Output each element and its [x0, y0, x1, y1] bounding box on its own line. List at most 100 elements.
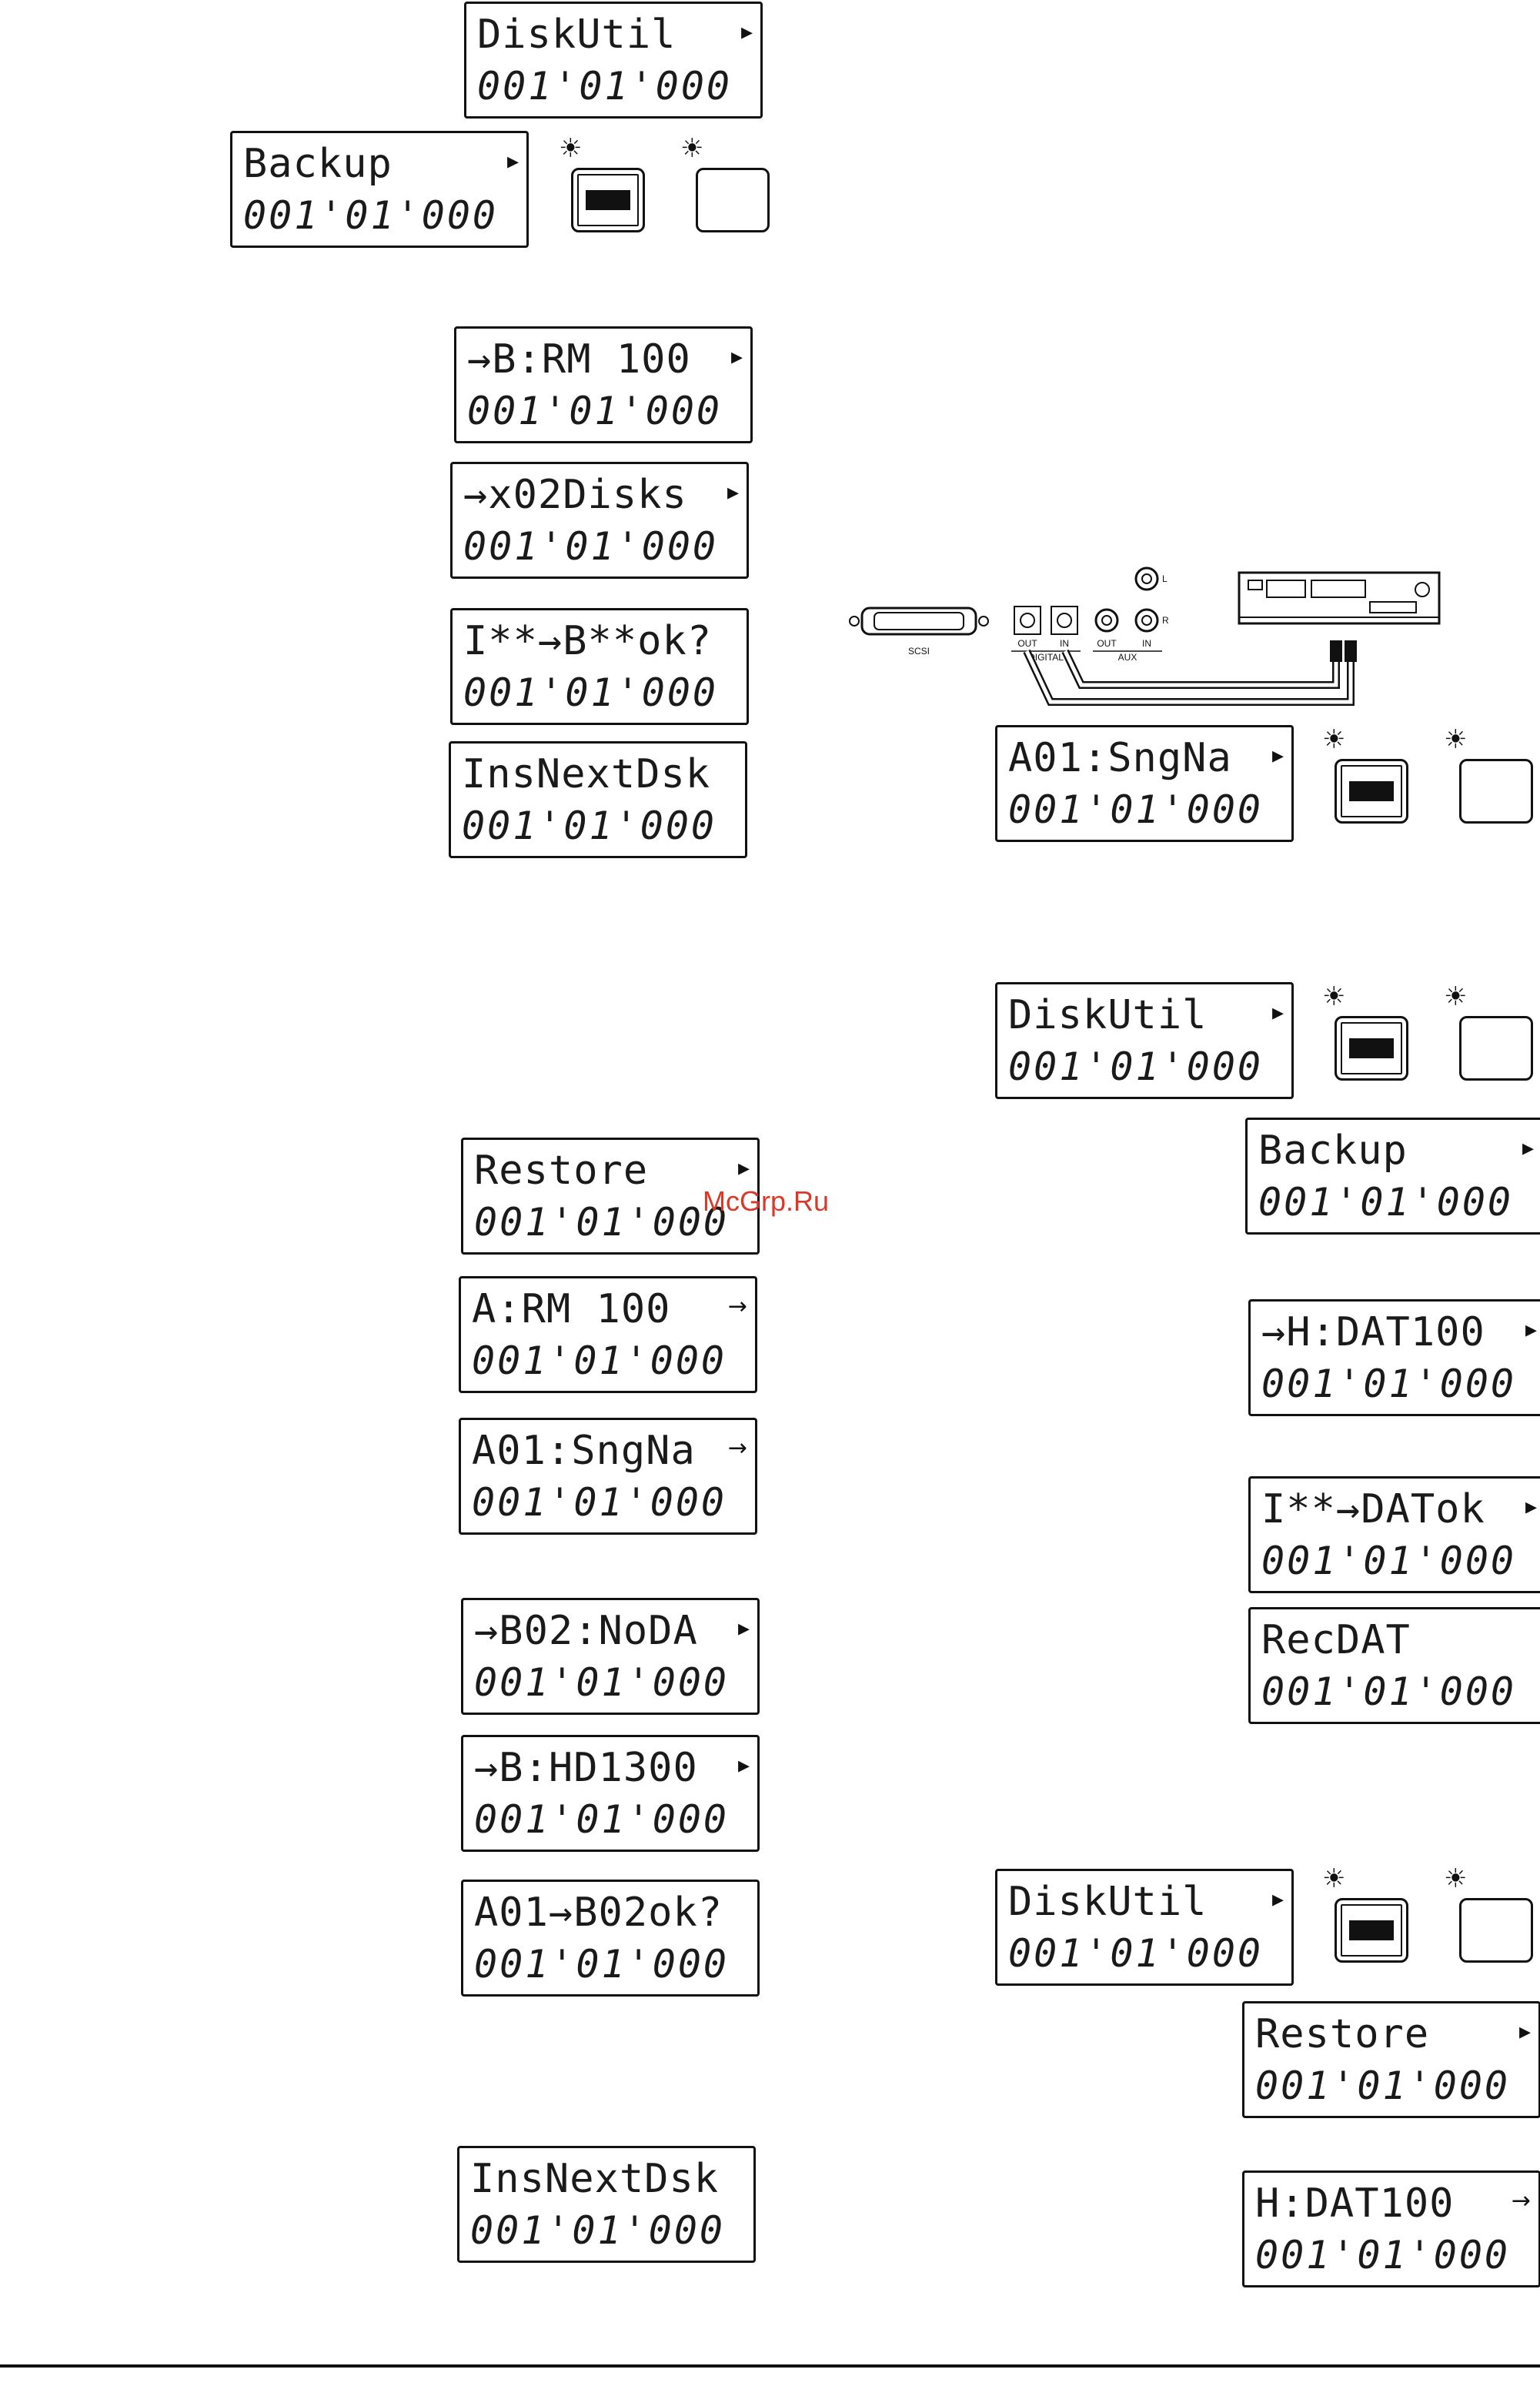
lcd-arrow-icon: ▸ — [727, 479, 739, 506]
sun-indicator-icon: ☀ — [1322, 724, 1346, 755]
sun-indicator-icon: ☀ — [1444, 724, 1468, 755]
l-label: L — [1162, 573, 1168, 584]
aux-label: AUX — [1118, 652, 1137, 663]
button-pair: ☀ ☀ — [1318, 727, 1533, 834]
watermark: McGrp.Ru — [703, 1185, 830, 1217]
scsi-connector: SCSI — [849, 607, 989, 657]
lcd-arrow-icon: ▸ — [506, 148, 519, 175]
sun-indicator-icon: ☀ — [559, 133, 583, 164]
lcd-line-1: A01:SngNa — [1008, 735, 1232, 781]
lcd-line-2: 001'01'000 — [474, 1200, 730, 1245]
lcd-line-1: →B:RM 100 — [467, 336, 691, 383]
lcd-line-1: Restore — [474, 1148, 649, 1194]
lcd-line-2: 001'01'000 — [1255, 2064, 1511, 2108]
lcd-display: A01:SngNa 001'01'000 ▸ — [995, 725, 1294, 842]
lcd-line-2: 001'01'000 — [462, 804, 717, 848]
lcd-display: DiskUtil 001'01'000 ▸ — [464, 2, 763, 119]
select-button[interactable] — [1335, 1898, 1408, 1963]
lcd-arrow-icon: ▸ — [737, 1155, 750, 1181]
lcd-line-1: Backup — [1258, 1128, 1408, 1174]
lcd-line-1: I**→B**ok? — [463, 618, 713, 664]
exit-button[interactable] — [1459, 1016, 1533, 1081]
lcd-display: Backup 001'01'000 ▸ — [1245, 1118, 1540, 1235]
digital-label: DIGITAL — [1028, 652, 1064, 663]
lcd-line-1: Backup — [243, 141, 393, 187]
lcd-line-2: 001'01'000 — [467, 389, 723, 433]
lcd-line-1: →x02Disks — [463, 472, 687, 518]
lcd-line-2: 001'01'000 — [463, 524, 719, 569]
lcd-line-2: 001'01'000 — [1008, 787, 1264, 832]
lcd-line-1: DiskUtil — [1008, 1879, 1208, 1925]
lcd-display: →H:DAT100 001'01'000 ▸ — [1248, 1299, 1540, 1416]
lcd-arrow-icon: ▸ — [1271, 742, 1284, 769]
lcd-line-2: 001'01'000 — [472, 1480, 727, 1525]
lcd-line-2: 001'01'000 — [470, 2208, 726, 2253]
lcd-line-1: A01:SngNa — [472, 1428, 696, 1474]
dat-recorder — [1238, 571, 1441, 625]
button-pair: ☀ ☀ — [1318, 1866, 1533, 1973]
lcd-display: RecDAT 001'01'000 — [1248, 1607, 1540, 1724]
sun-indicator-icon: ☀ — [1322, 1863, 1346, 1894]
lcd-arrow-icon: ▸ — [1271, 1886, 1284, 1913]
lcd-display: InsNextDsk 001'01'000 — [449, 741, 747, 858]
cables — [1023, 640, 1357, 706]
lcd-line-1: DiskUtil — [477, 12, 676, 58]
lcd-display: →B02:NoDA 001'01'000 ▸ — [461, 1598, 760, 1715]
lcd-line-2: 001'01'000 — [1261, 1539, 1517, 1583]
exit-button[interactable] — [1459, 1898, 1533, 1963]
button-pair: ☀ ☀ — [1318, 984, 1533, 1091]
lcd-line-1: RecDAT — [1261, 1617, 1411, 1663]
lcd-arrow-icon: → — [727, 1293, 747, 1320]
lcd-line-1: DiskUtil — [1008, 992, 1208, 1038]
lcd-arrow-icon: ▸ — [740, 18, 753, 45]
lcd-line-2: 001'01'000 — [477, 64, 733, 109]
lcd-line-1: →B:HD1300 — [474, 1745, 698, 1791]
lcd-line-1: Restore — [1255, 2011, 1430, 2057]
lcd-display: →B:RM 100 001'01'000 ▸ — [454, 326, 753, 443]
r-label: R — [1162, 615, 1169, 626]
lcd-arrow-icon: ▸ — [730, 343, 743, 370]
lcd-display: A01:SngNa 001'01'000 → — [459, 1418, 757, 1535]
lcd-arrow-icon: → — [727, 1435, 747, 1462]
lcd-display: Restore 001'01'000 ▸ — [1242, 2001, 1540, 2118]
lcd-display: A01→B02ok? 001'01'000 — [461, 1880, 760, 1997]
lcd-line-2: 001'01'000 — [1255, 2233, 1511, 2277]
select-button[interactable] — [1335, 759, 1408, 824]
lcd-arrow-icon: ▸ — [737, 1615, 750, 1642]
lcd-line-1: A01→B02ok? — [474, 1890, 723, 1936]
aux-jacks: L R OUT IN AUX — [1093, 566, 1169, 663]
lcd-line-2: 001'01'000 — [1258, 1180, 1514, 1225]
exit-button[interactable] — [1459, 759, 1533, 824]
aux-out-label: OUT — [1097, 638, 1117, 649]
lcd-line-1: A:RM 100 — [472, 1286, 671, 1332]
lcd-arrow-icon: ▸ — [1522, 1135, 1534, 1161]
lcd-arrow-icon: ▸ — [1271, 999, 1284, 1026]
lcd-line-1: →H:DAT100 — [1261, 1309, 1485, 1355]
lcd-display: A:RM 100 001'01'000 → — [459, 1276, 757, 1393]
select-button[interactable] — [1335, 1016, 1408, 1081]
lcd-arrow-icon: ▸ — [1525, 1493, 1537, 1520]
sun-indicator-icon: ☀ — [1444, 1863, 1468, 1894]
button-pair: ☀ ☀ — [554, 135, 770, 243]
digital-jacks: OUT IN DIGITAL — [1011, 606, 1081, 663]
lcd-line-2: 001'01'000 — [463, 670, 719, 715]
sun-indicator-icon: ☀ — [1322, 981, 1346, 1012]
footer-rule — [0, 2364, 1540, 2368]
lcd-line-2: 001'01'000 — [1261, 1669, 1517, 1714]
lcd-line-2: 001'01'000 — [1261, 1362, 1517, 1406]
dat-connection-diagram: SCSI OUT IN DIGITAL L R OUT IN AUX — [849, 566, 1441, 706]
lcd-line-2: 001'01'000 — [472, 1338, 727, 1383]
lcd-display: DiskUtil 001'01'000 ▸ — [995, 1869, 1294, 1986]
exit-button[interactable] — [696, 168, 770, 232]
lcd-display: Backup 001'01'000 ▸ — [230, 131, 529, 248]
lcd-arrow-icon: ▸ — [1518, 2018, 1531, 2045]
lcd-line-2: 001'01'000 — [243, 193, 499, 238]
lcd-line-1: I**→DATok — [1261, 1486, 1485, 1532]
lcd-arrow-icon: ▸ — [1525, 1316, 1537, 1343]
lcd-arrow-icon: → — [1511, 2187, 1531, 2214]
select-button[interactable] — [571, 168, 645, 232]
lcd-line-2: 001'01'000 — [1008, 1931, 1264, 1976]
lcd-display: I**→B**ok? 001'01'000 — [450, 608, 749, 725]
lcd-line-1: H:DAT100 — [1255, 2180, 1455, 2227]
lcd-display: H:DAT100 001'01'000 → — [1242, 2170, 1540, 2287]
